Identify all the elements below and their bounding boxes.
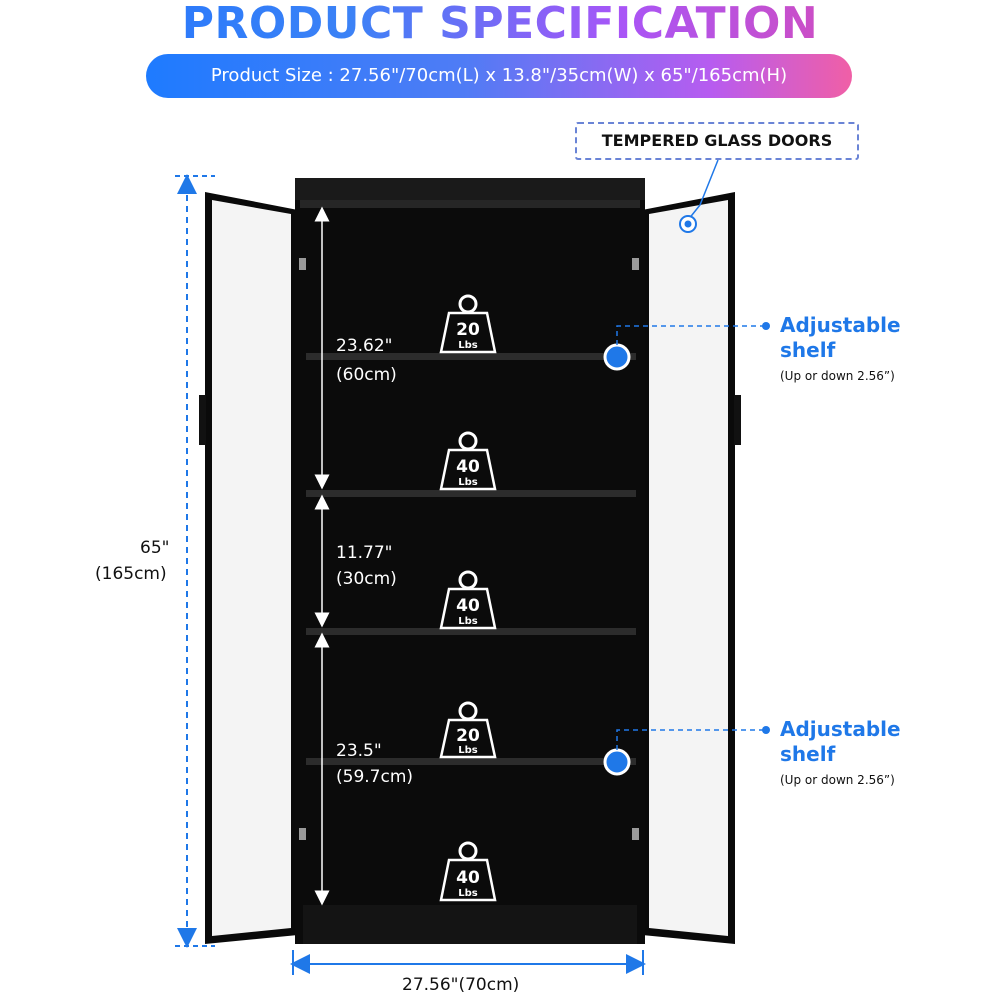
adjustable-shelf-title-line2: shelf: [780, 338, 836, 362]
weight-value: 20: [456, 726, 480, 746]
right-glass-door: [642, 192, 741, 944]
compartment-1-inch: 23.62": [336, 336, 393, 356]
glass-door-callout-leader: [679, 159, 719, 233]
compartment-1-cm: (60cm): [336, 365, 397, 385]
adjustable-shelf-label-2: Adjustable shelf (Up or down 2.56”): [780, 717, 901, 787]
shelves: [306, 353, 636, 765]
adjustable-shelf-title-line1: Adjustable: [780, 313, 901, 337]
height-cm-label: (165cm): [95, 564, 167, 584]
weight-badge-5: 40 Lbs: [439, 841, 497, 902]
adjustable-shelf-note: (Up or down 2.56”): [780, 773, 895, 787]
weight-unit: Lbs: [458, 477, 478, 488]
cabinet-body: [295, 178, 645, 944]
weight-value: 40: [456, 868, 480, 888]
left-glass-door: [199, 192, 298, 944]
compartment-dimension-labels: 23.62" (60cm) 11.77" (30cm) 23.5" (59.7c…: [336, 336, 413, 787]
weight-value: 20: [456, 320, 480, 340]
weight-value: 40: [456, 457, 480, 477]
adjustable-shelf-title-line1: Adjustable: [780, 717, 901, 741]
product-size-banner: Product Size : 27.56"/70cm(L) x 13.8"/35…: [146, 54, 852, 98]
page-title: PRODUCT SPECIFICATION: [0, 0, 1000, 56]
compartment-2-cm: (30cm): [336, 569, 397, 589]
compartment-2-inch: 11.77": [336, 543, 393, 563]
compartment-3-inch: 23.5": [336, 741, 382, 761]
weight-badge-4: 20 Lbs: [439, 701, 497, 759]
hinges: [299, 258, 639, 840]
weight-unit: Lbs: [458, 745, 478, 756]
weight-unit: Lbs: [458, 340, 478, 351]
adjustable-shelf-callout-2: [603, 726, 770, 776]
height-inch-label: 65": [140, 538, 170, 558]
weight-badge-3: 40 Lbs: [439, 570, 497, 630]
adjustable-shelf-callout-1: [603, 322, 770, 371]
height-dimension-line: [175, 174, 215, 948]
weight-value: 40: [456, 596, 480, 616]
tempered-glass-doors-label: TEMPERED GLASS DOORS: [575, 122, 859, 160]
width-label: 27.56"(70cm): [402, 975, 520, 995]
adjustable-shelf-title-line2: shelf: [780, 742, 836, 766]
weight-badge-2: 40 Lbs: [439, 431, 497, 491]
width-dimension-line: [290, 950, 646, 975]
adjustable-shelf-note: (Up or down 2.56”): [780, 369, 895, 383]
adjustable-shelf-label-1: Adjustable shelf (Up or down 2.56”): [780, 313, 901, 383]
compartment-3-cm: (59.7cm): [336, 767, 413, 787]
weight-unit: Lbs: [458, 616, 478, 627]
weight-badge-1: 20 Lbs: [439, 294, 497, 354]
weight-unit: Lbs: [458, 888, 478, 899]
